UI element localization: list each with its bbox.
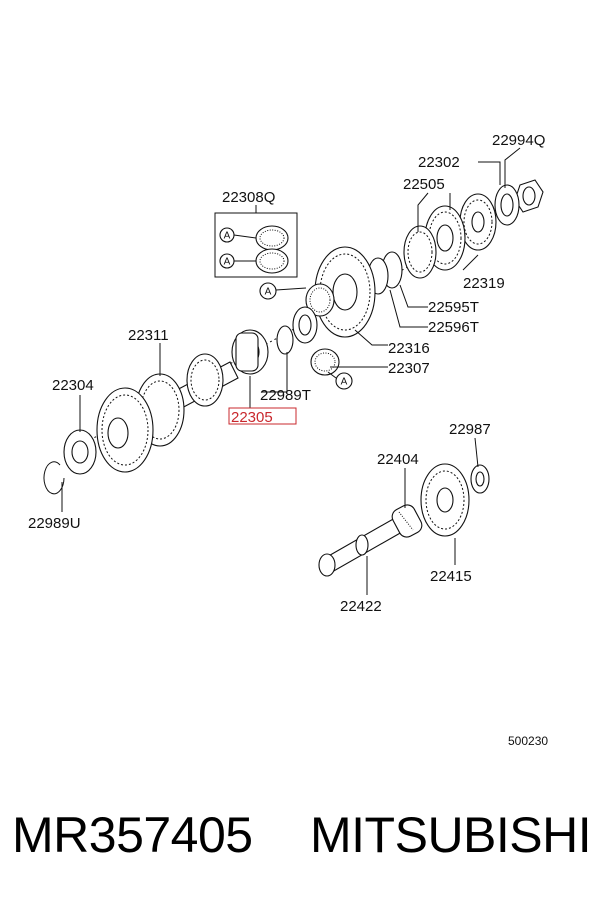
part-22989u-snap-ring [43,461,65,495]
callout-a-label: A [224,257,231,268]
part-22302-bearing [494,184,520,226]
part-22422-idler-shaft [318,517,403,577]
leader-lines [61,147,521,595]
callout-a-marker-upper: A [259,282,307,300]
label-22505: 22505 [403,176,445,193]
callout-a-marker-lower: A [327,371,353,390]
label-22308q: 22308Q [222,189,275,206]
part-needle-bearing-upper [305,283,335,317]
part-22994q-nut [514,179,544,213]
label-22989u: 22989U [28,515,81,532]
callout-a-label: A [224,231,231,242]
label-22307: 22307 [388,360,430,377]
label-22595t: 22595T [428,299,479,316]
part-22987-washer [470,464,490,494]
part-thrust-washer [292,306,318,344]
label-22987: 22987 [449,421,491,438]
part-22319-gear [459,193,497,251]
label-22319: 22319 [463,275,505,292]
part-22404-needle-bearing [391,504,423,538]
part-22305-bearing [231,329,269,375]
label-22422: 22422 [340,598,382,615]
label-22305: 22305 [231,409,273,426]
brand-name: MITSUBISHI [310,807,592,863]
part-22308q-kit-box: A A [214,212,298,278]
label-22596t: 22596T [428,319,479,336]
figure-number: 500230 [508,734,548,748]
label-22304: 22304 [52,377,94,394]
part-22316-gear [314,246,376,338]
label-22302: 22302 [418,154,460,171]
svg-text:A: A [341,377,348,388]
part-22307-needle-bearing [310,348,340,376]
part-22989t-snap-ring [276,325,294,355]
label-22415: 22415 [430,568,472,585]
label-22994q: 22994Q [492,132,545,149]
svg-text:A: A [265,287,272,298]
label-22311: 22311 [128,327,169,344]
part-22304-bearing [63,429,97,475]
part-22505-synchro-hub [403,205,466,279]
label-22404: 22404 [377,451,419,468]
part-22311-countershaft [96,353,239,473]
exploded-parts-diagram: A A A A [28,132,548,748]
part-number: MR357405 [12,807,253,863]
label-22316: 22316 [388,340,430,357]
label-22989t: 22989T [260,387,311,404]
part-22415-gear [420,463,470,537]
part-footer: MR357405 MITSUBISHI [12,806,592,866]
highlighted-part-22305: 22305 [228,407,297,426]
